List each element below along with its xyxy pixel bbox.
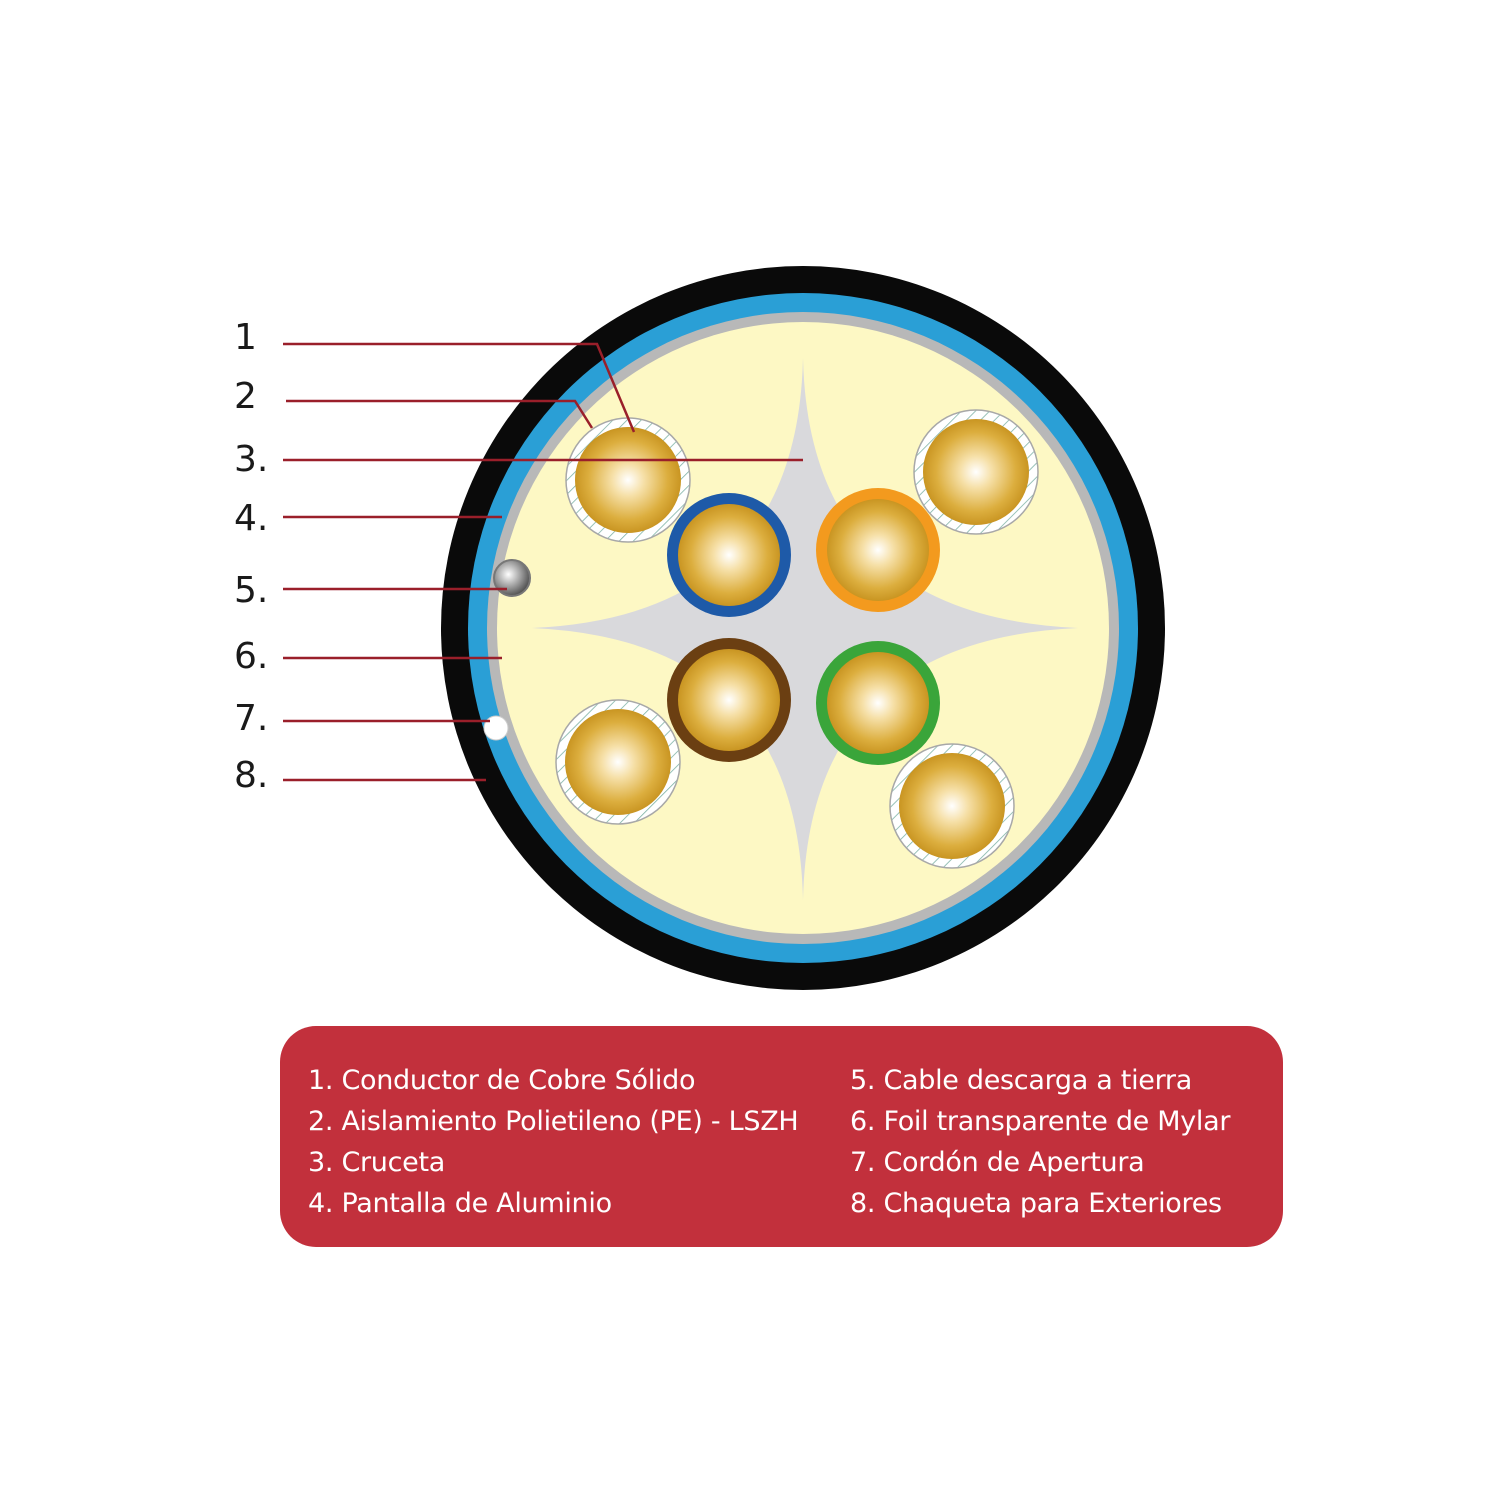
cable-cross-section-diagram	[283, 266, 1165, 990]
copper-core	[827, 499, 929, 601]
copper-core	[678, 504, 780, 606]
callout-number-1: 1	[234, 317, 257, 358]
callout-number-6: 6.	[234, 636, 269, 677]
cross-spline	[532, 358, 1078, 900]
conductor-brown	[667, 638, 791, 762]
callout-line-1	[283, 342, 636, 433]
legend-item-7: 7. Cordón de Apertura	[850, 1147, 1145, 1178]
legend-item-3: 3. Cruceta	[308, 1147, 445, 1178]
ripcord	[483, 715, 509, 741]
copper-core	[899, 753, 1005, 859]
callout-line-2	[286, 399, 594, 429]
copper-core	[923, 419, 1029, 525]
legend-item-8: 8. Chaqueta para Exteriores	[850, 1188, 1222, 1219]
legend-item-5: 5. Cable descarga a tierra	[850, 1065, 1192, 1096]
legend-item-1: 1. Conductor de Cobre Sólido	[308, 1065, 696, 1096]
conductor-white-hatched-1	[565, 417, 691, 543]
conductor-pairs	[555, 409, 1039, 869]
copper-core	[575, 427, 681, 533]
callout-number-4: 4.	[234, 498, 269, 539]
callout-number-5: 5.	[234, 570, 269, 611]
legend-column-right: 5. Cable descarga a tierra 6. Foil trans…	[850, 1060, 1230, 1247]
callout-number-7: 7.	[234, 698, 269, 739]
legend-item-4: 4. Pantalla de Aluminio	[308, 1188, 612, 1219]
copper-core	[565, 709, 671, 815]
callout-lines	[283, 342, 803, 782]
drain-wire	[493, 559, 531, 597]
copper-core	[827, 652, 929, 754]
legend-item-2: 2. Aislamiento Polietileno (PE) - LSZH	[308, 1106, 799, 1137]
legend-item-6: 6. Foil transparente de Mylar	[850, 1106, 1231, 1137]
callout-number-8: 8.	[234, 755, 269, 796]
conductor-white-hatched-2	[913, 409, 1039, 535]
conductor-orange	[816, 488, 940, 612]
conductor-blue	[667, 493, 791, 617]
callout-number-3: 3.	[234, 439, 269, 480]
legend-column-left: 1. Conductor de Cobre Sólido 2. Aislamie…	[308, 1060, 850, 1247]
copper-core	[678, 649, 780, 751]
conductor-green	[816, 641, 940, 765]
legend-box: 1. Conductor de Cobre Sólido 2. Aislamie…	[280, 1026, 1283, 1247]
callout-number-2: 2	[234, 376, 257, 417]
conductor-white-hatched-3	[555, 699, 681, 825]
conductor-white-hatched-4	[889, 743, 1015, 869]
